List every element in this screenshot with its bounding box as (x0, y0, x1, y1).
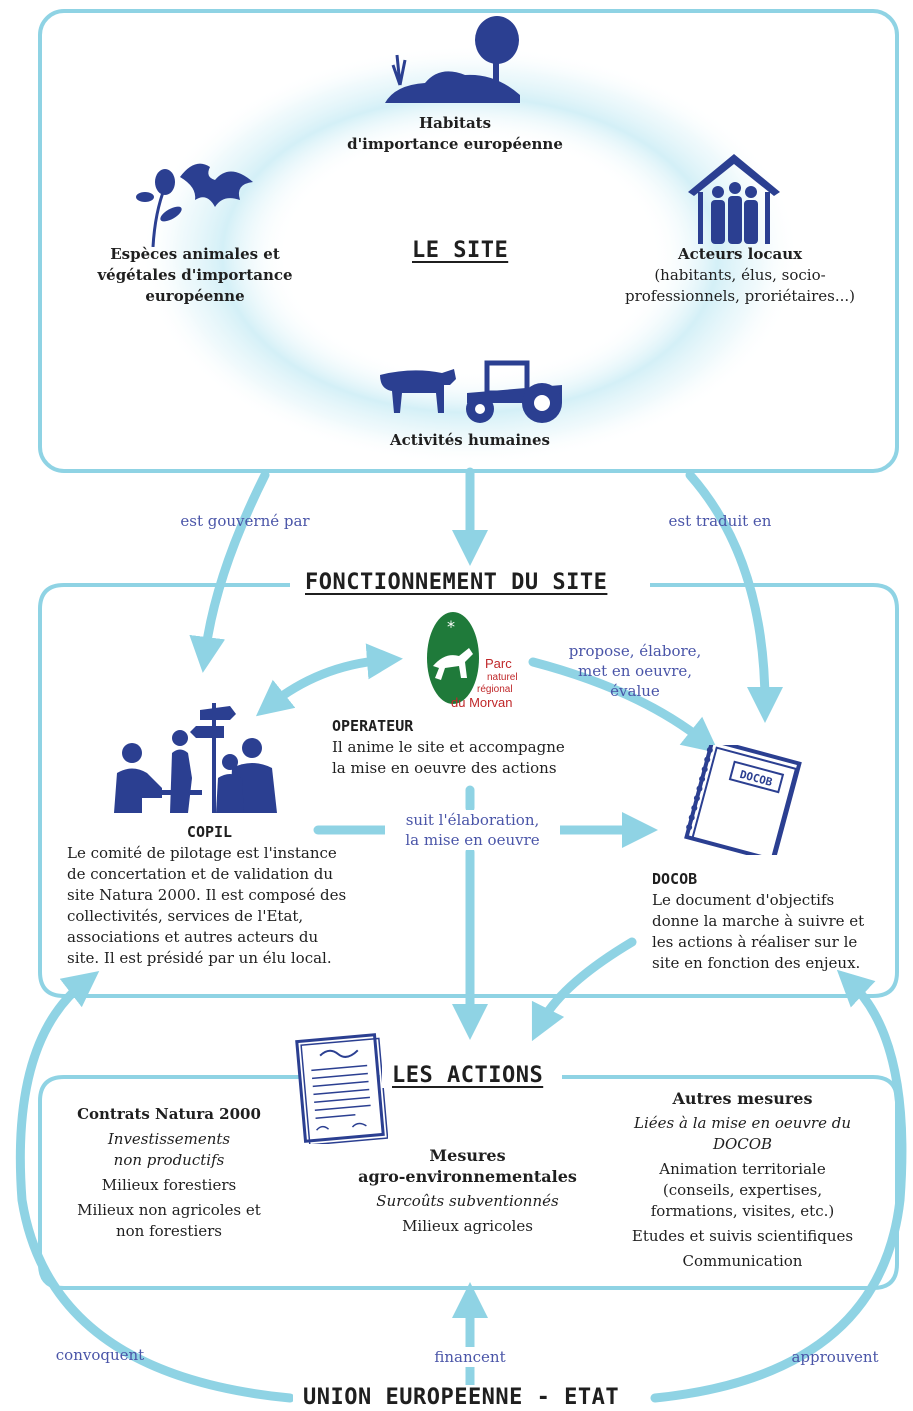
contrats-l1: Milieux forestiers (101, 1176, 237, 1194)
suit-line2: la mise en oeuvre (405, 831, 540, 849)
convoquent-label: convoquent (55, 1346, 145, 1364)
propose-line1: propose, élabore, (568, 642, 702, 660)
site-glow (140, 45, 800, 465)
contrats-block: Contrats Natura 2000 Investissements non… (58, 1104, 280, 1242)
contrats-it1: Investissements (107, 1130, 231, 1148)
acteurs-line1: (habitants, élus, socio- (654, 266, 826, 284)
mesures-it1: Surcoûts subventionnés (376, 1192, 559, 1210)
mesures-l1: Milieux agricoles (402, 1217, 533, 1235)
docob-line: les actions à réaliser sur le (652, 933, 858, 951)
autres-title: Autres mesures (672, 1089, 813, 1108)
logo-regional: régional (477, 684, 513, 695)
fonctionnement-heading: FONCTIONNEMENT DU SITE (295, 570, 618, 595)
gouverne-label: est gouverné par (180, 512, 310, 530)
propose-line2: met en oeuvre, (577, 662, 693, 680)
house-people-icon (688, 152, 780, 244)
autres-l1: Animation territoriale (659, 1160, 826, 1178)
propose-line3: évalue (610, 682, 660, 700)
copil-line: Le comité de pilotage est l'instance (67, 844, 337, 862)
copil-title: COPIL (186, 823, 233, 841)
autres-it2: DOCOB (712, 1135, 773, 1153)
mesures-title1: Mesures (429, 1146, 506, 1165)
docob-line: Le document d'objectifs (652, 891, 835, 909)
docob-line: site en fonction des enjeux. (652, 954, 861, 972)
contract-document-icon (293, 1032, 388, 1144)
acteurs-line2: professionnels, proriétaires...) (624, 287, 855, 305)
parc-morvan-logo: * Parc naturel régional du Morvan (425, 608, 525, 720)
acteurs-title: Acteurs locaux (677, 245, 803, 263)
docob-line: donne la marche à suivre et (652, 912, 865, 930)
cow-and-tractor-icon (372, 355, 567, 425)
docob-notebook-icon: DOCOB (680, 745, 805, 855)
contrats-l2: Milieux non agricoles et (77, 1201, 261, 1219)
autres-block: Autres mesures Liées à la mise en oeuvre… (610, 1088, 875, 1272)
autres-it1: Liées à la mise en oeuvre du (634, 1114, 851, 1132)
actions-heading: LES ACTIONS (382, 1063, 554, 1088)
mesures-block: Mesures agro-environnementales Surcoûts … (340, 1145, 595, 1237)
copil-line: collectivités, services de l'Etat, (67, 907, 304, 925)
propose-label: propose, élabore, met en oeuvre, évalue (555, 641, 715, 701)
contrats-title: Contrats Natura 2000 (77, 1105, 261, 1123)
especes-line2: végétales d'importance (97, 266, 293, 284)
contrats-it2: non productifs (113, 1151, 225, 1169)
traduit-label: est traduit en (668, 512, 772, 530)
docob-title: DOCOB (652, 870, 698, 888)
operateur-line2: la mise en oeuvre des actions (332, 759, 557, 777)
union-heading: UNION EUROPEENNE - ETAT (293, 1385, 630, 1410)
approuvent-label: approuvent (791, 1348, 879, 1366)
especes-line3: européenne (145, 287, 245, 305)
logo-du-morvan: du Morvan (451, 695, 513, 710)
logo-naturel: naturel (487, 672, 518, 683)
acteurs-label: Acteurs locaux (habitants, élus, socio- … (605, 244, 875, 307)
bat-and-flower-icon (135, 152, 260, 247)
le-site-heading: LE SITE (412, 238, 509, 263)
especes-label: Espèces animales et végétales d'importan… (65, 244, 325, 307)
mesures-title2: agro-environnementales (358, 1167, 577, 1186)
autres-l3: formations, visites, etc.) (650, 1202, 835, 1220)
autres-l2: (conseils, expertises, (662, 1181, 823, 1199)
suit-line1: suit l'élaboration, (405, 811, 540, 829)
operateur-title: OPERATEUR (332, 717, 414, 735)
operateur-block: OPERATEUR Il anime le site et accompagne… (332, 716, 602, 779)
habitats-line2: d'importance européenne (347, 135, 563, 153)
copil-block: COPIL Le comité de pilotage est l'instan… (67, 822, 367, 969)
habitats-label: Habitats d'importance européenne (310, 113, 600, 155)
activites-label: Activités humaines (390, 431, 550, 449)
autres-l4: Etudes et suivis scientifiques (631, 1227, 854, 1245)
operateur-line1: Il anime le site et accompagne (332, 738, 565, 756)
autres-l5: Communication (682, 1252, 803, 1270)
copil-line: site. Il est présidé par un élu local. (67, 949, 332, 967)
financent-label: financent (415, 1347, 525, 1367)
copil-line: site Natura 2000. Il est composé des (67, 886, 347, 904)
habitats-line1: Habitats (418, 114, 492, 132)
suit-label: suit l'élaboration, la mise en oeuvre (385, 810, 560, 850)
especes-line1: Espèces animales et (110, 245, 280, 263)
habitat-landscape-icon (385, 15, 520, 105)
contrats-l3: non forestiers (115, 1222, 223, 1240)
logo-parc: Parc (485, 656, 512, 671)
meeting-people-icon (112, 698, 282, 813)
copil-line: associations et autres acteurs du (67, 928, 319, 946)
docob-block: DOCOB Le document d'objectifs donne la m… (652, 869, 897, 974)
copil-line: de concertation et de validation du (67, 865, 334, 883)
svg-text:*: * (447, 617, 455, 636)
